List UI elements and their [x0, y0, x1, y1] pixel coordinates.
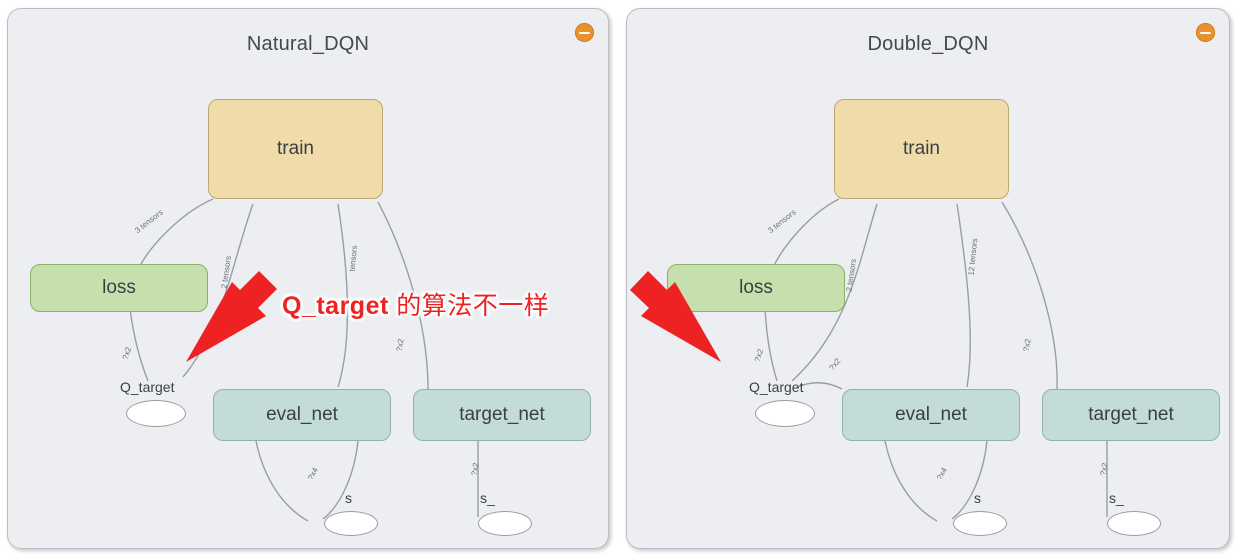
- annotation-text: Q_target 的算法不一样: [282, 286, 549, 322]
- node-s-label: s: [345, 490, 352, 506]
- node-target-net[interactable]: target_net: [413, 389, 591, 441]
- node-q-target-ellipse[interactable]: [126, 400, 186, 427]
- node-q-target-label: Q_target: [749, 379, 804, 395]
- panel-title-natural-dqn: Natural_DQN: [246, 33, 370, 55]
- panel-double-dqn: Double_DQN: [626, 8, 1230, 549]
- node-label: eval_net: [266, 404, 338, 425]
- node-loss[interactable]: loss: [667, 264, 845, 312]
- collapse-icon[interactable]: [575, 23, 594, 42]
- node-q-target-label: Q_target: [120, 379, 175, 395]
- node-target-net[interactable]: target_net: [1042, 389, 1220, 441]
- node-label: train: [903, 138, 940, 159]
- node-label: train: [277, 138, 314, 159]
- node-label: target_net: [1088, 404, 1174, 425]
- node-loss[interactable]: loss: [30, 264, 208, 312]
- panel-title-double-dqn: Double_DQN: [867, 33, 989, 55]
- node-s-label: s: [974, 490, 981, 506]
- node-label: loss: [102, 277, 136, 298]
- collapse-icon[interactable]: [1196, 23, 1215, 42]
- node-train[interactable]: train: [208, 99, 383, 199]
- node-eval-net[interactable]: eval_net: [842, 389, 1020, 441]
- node-s-next-ellipse[interactable]: [1107, 511, 1161, 536]
- node-s-next-ellipse[interactable]: [478, 511, 532, 536]
- node-s-ellipse[interactable]: [953, 511, 1007, 536]
- node-label: target_net: [459, 404, 545, 425]
- node-s-next-label: s_: [480, 490, 495, 506]
- node-q-target-ellipse[interactable]: [755, 400, 815, 427]
- annotation-cn: 的算法不一样: [388, 292, 550, 320]
- node-s-next-label: s_: [1109, 490, 1124, 506]
- panel-natural-dqn: Natural_DQN: [7, 8, 609, 549]
- node-eval-net[interactable]: eval_net: [213, 389, 391, 441]
- node-train[interactable]: train: [834, 99, 1009, 199]
- node-label: eval_net: [895, 404, 967, 425]
- node-label: loss: [739, 277, 773, 298]
- node-s-ellipse[interactable]: [324, 511, 378, 536]
- annotation-code: Q_target: [282, 292, 389, 320]
